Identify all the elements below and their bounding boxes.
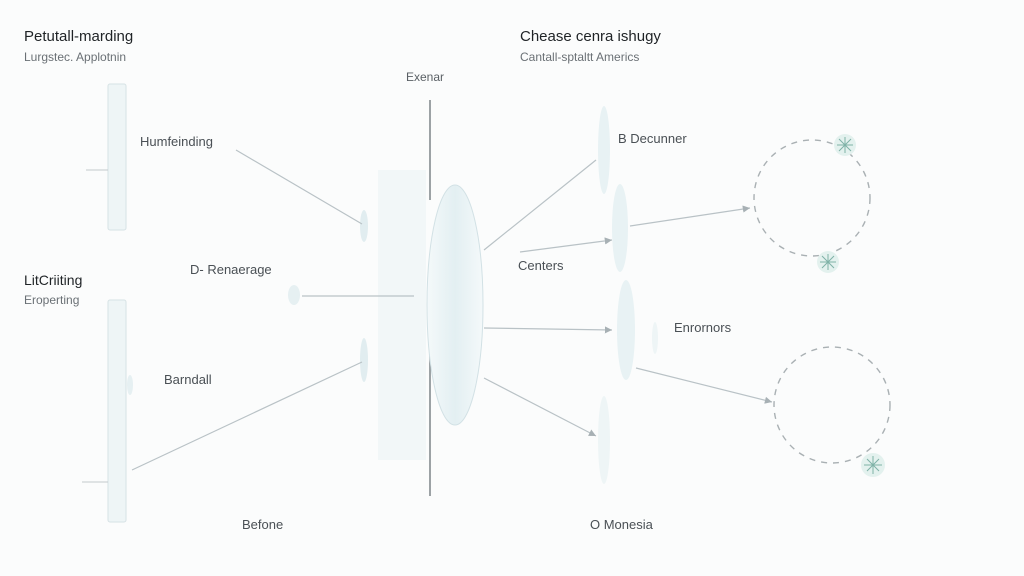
left-section-title: LitCriiting	[24, 272, 83, 288]
small-lens-d	[127, 375, 133, 395]
small-lens-b	[360, 338, 368, 382]
label-enrornors: Enrornors	[674, 320, 732, 335]
central-column	[378, 170, 426, 460]
ray-line	[235, 149, 363, 225]
right-lens-mid	[612, 184, 628, 272]
top-label: Exenar	[406, 70, 445, 84]
sparkle-icon	[834, 134, 856, 156]
label-barndall: Barndall	[164, 372, 212, 387]
label-humfeinding: Humfeinding	[140, 134, 213, 149]
right-lens-top	[598, 106, 610, 194]
sparkle-icon	[861, 453, 885, 477]
left-panel-title: Petutall-marding	[24, 28, 134, 45]
ray-line	[483, 326, 613, 334]
ray-line	[483, 377, 597, 437]
ray-line	[131, 361, 363, 471]
right-lens-bottom	[598, 396, 610, 484]
right-lens-low	[617, 280, 635, 380]
label-renaerage: D- Renaerage	[190, 262, 272, 277]
small-lens-c	[288, 285, 300, 305]
left-plate-bottom	[107, 299, 127, 523]
left-section-subtitle: Eroperting	[24, 293, 80, 307]
right-panel-subtitle: Cantall-sptaltt Americs	[520, 50, 640, 64]
label-monesia: O Monesia	[590, 517, 653, 532]
ray-line	[519, 237, 613, 253]
ray-line	[635, 367, 773, 404]
left-panel-subtitle: Lurgstec. Applotnin	[24, 50, 127, 64]
label-decunner: B Decunner	[618, 131, 687, 146]
right-panel-title: Chease cenra ishugy	[520, 28, 661, 45]
dashed-circle-top	[753, 139, 871, 257]
ray-line	[629, 205, 751, 227]
left-plate-top	[107, 83, 127, 231]
main-lens	[426, 184, 484, 426]
sparkle-icon	[817, 251, 839, 273]
ray-line	[483, 159, 597, 251]
small-lens-e	[652, 322, 658, 354]
small-lens-a	[360, 210, 368, 242]
label-centers: Centers	[518, 258, 564, 273]
label-befone: Befone	[242, 517, 284, 532]
dashed-circle-bottom	[773, 346, 891, 464]
